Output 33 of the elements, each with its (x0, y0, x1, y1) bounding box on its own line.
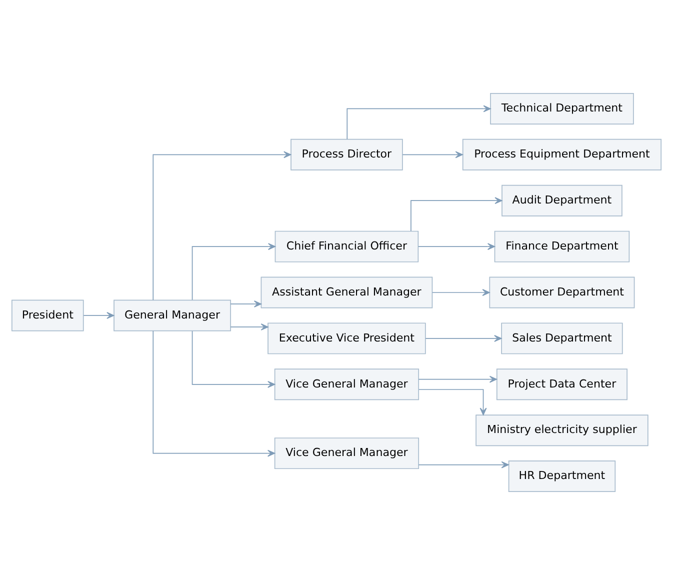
node-box: Sales Department (501, 322, 623, 354)
node-box: Vice General Manager (274, 368, 420, 400)
arrow (152, 330, 276, 457)
arrow (230, 323, 268, 330)
node-box: Finance Department (494, 230, 630, 262)
arrow (192, 330, 276, 388)
node-box: Chief Financial Officer (274, 230, 419, 262)
arrow (432, 289, 490, 296)
arrow (418, 243, 496, 250)
node-box: Audit Department (502, 184, 622, 216)
arrow (418, 376, 497, 383)
arrow (83, 312, 114, 319)
node-box: Project Data Center (496, 368, 628, 400)
node-box: Process Director (290, 138, 403, 170)
node-box: Customer Department (489, 276, 635, 308)
node-box: President (11, 300, 84, 332)
arrow (410, 197, 502, 232)
arrow (418, 389, 487, 416)
node-box: Executive Vice President (268, 322, 426, 354)
arrow (230, 300, 262, 308)
arrow (418, 461, 509, 468)
node-box: Technical Department (490, 92, 634, 124)
arrow (192, 243, 276, 300)
node-box: Ministry electricity supplier (476, 414, 648, 446)
node-box: General Manager (114, 300, 231, 332)
node-box: Process Equipment Department (462, 138, 662, 170)
arrow (402, 151, 463, 158)
node-box: Assistant General Manager (260, 276, 433, 308)
node-box: Vice General Manager (274, 438, 420, 470)
arrow (346, 105, 491, 140)
arrow (425, 334, 502, 342)
arrow (152, 151, 292, 300)
node-box: HR Department (508, 460, 616, 492)
